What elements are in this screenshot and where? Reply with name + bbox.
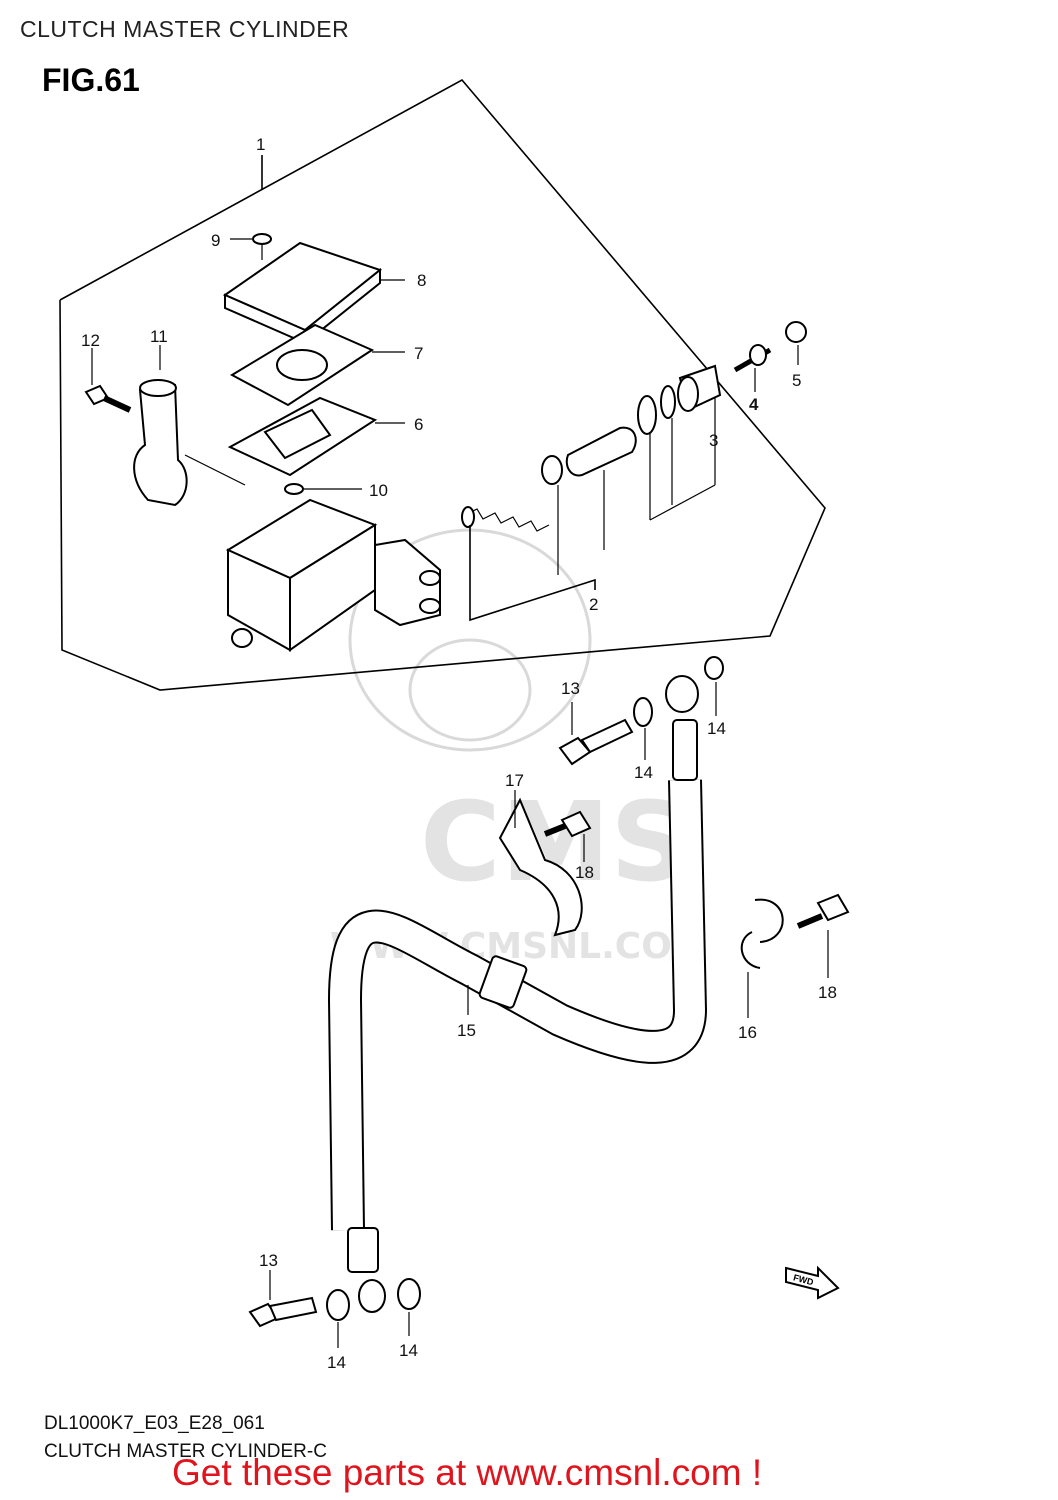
callout-14-d: 14 [399, 1341, 418, 1360]
callout-4: 4 [749, 395, 759, 414]
callout-13-upper: 13 [561, 679, 580, 698]
figure-number: FIG.61 [42, 62, 140, 98]
part-banjo-bolt-13-upper [558, 702, 634, 766]
callout-18-center: 18 [575, 863, 594, 882]
callout-14-c: 14 [327, 1353, 346, 1372]
callout-12: 12 [81, 331, 100, 350]
callout-15: 15 [457, 1021, 476, 1040]
callout-14-a: 14 [634, 763, 653, 782]
part-plate-7 [229, 323, 405, 407]
part-bolt-12 [84, 348, 132, 413]
callout-16: 16 [738, 1023, 757, 1042]
callout-8: 8 [417, 271, 426, 290]
callout-13-lower: 13 [259, 1251, 278, 1270]
part-boot-5 [785, 321, 807, 365]
part-diaphragm-6 [227, 396, 405, 477]
callout-14-b: 14 [707, 719, 726, 738]
part-bolt-18-right [796, 893, 850, 978]
part-washer-14-upper [633, 656, 724, 760]
part-piston-group-2 [461, 426, 651, 622]
callout-3: 3 [709, 431, 718, 450]
callout-7: 7 [414, 344, 423, 363]
part-clip-16 [740, 898, 784, 1018]
callout-10: 10 [369, 481, 388, 500]
callout-11: 11 [150, 327, 168, 346]
part-clip-10 [284, 483, 362, 495]
part-bolt-18-center [543, 810, 592, 862]
cms-watermark: CMS WWW.CMSNL.COM [330, 528, 708, 967]
diagram-description: CLUTCH MASTER CYLINDER-C [44, 1441, 327, 1462]
part-pushrod-4 [733, 344, 772, 392]
callout-18-right: 18 [818, 983, 837, 1002]
callout-labels: 1 2 3 4 5 6 7 8 9 10 11 12 13 13 14 14 1… [81, 135, 837, 1372]
callout-5: 5 [792, 371, 801, 390]
callout-9: 9 [211, 231, 220, 250]
part-bracket-17 [498, 790, 583, 937]
page-title: CLUTCH MASTER CYLINDER [20, 16, 350, 42]
fwd-arrow-icon: FWD [785, 1265, 840, 1300]
part-holder-11 [133, 345, 188, 507]
model-code: DL1000K7_E03_E28_061 [44, 1413, 265, 1434]
part-screw-9 [230, 233, 272, 260]
callout-17: 17 [505, 771, 524, 790]
part-cup-group-3 [637, 364, 722, 521]
callout-6: 6 [414, 415, 423, 434]
promo-link[interactable]: Get these parts at www.cmsnl.com ! [172, 1452, 763, 1493]
part-washer-14-lower [326, 1278, 421, 1348]
part-banjo-bolt-13-lower [248, 1270, 318, 1328]
part-hose-15 [327, 675, 708, 1313]
master-cylinder-body [184, 454, 441, 652]
callout-2: 2 [589, 595, 598, 614]
assembly-box [59, 78, 826, 691]
callout-1: 1 [256, 135, 265, 154]
